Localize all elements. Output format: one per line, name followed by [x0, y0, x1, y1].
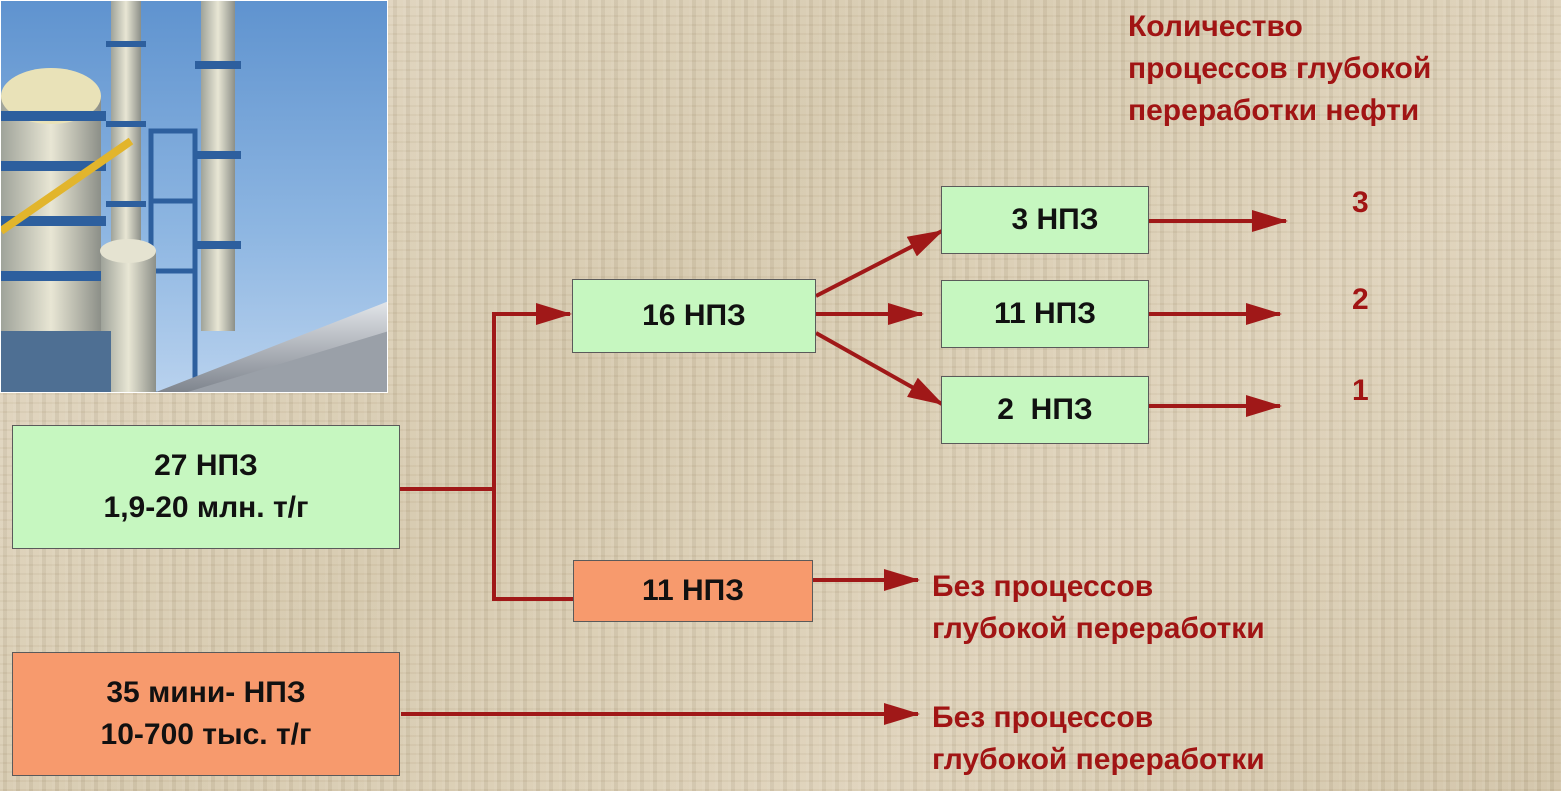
count-1: 1	[1352, 374, 1369, 407]
box-11: 11 НПЗ	[941, 280, 1149, 348]
no-deep-label-2: Без процессов глубокой переработки	[932, 697, 1265, 781]
header-label: Количество процессов глубокой переработк…	[1128, 6, 1431, 132]
box-main-line-1: 27 НПЗ	[154, 449, 258, 482]
box-3: 3 НПЗ	[941, 186, 1149, 254]
count-3: 3	[1352, 186, 1369, 219]
box-mini-line-2: 10-700 тыс. т/г	[100, 718, 312, 751]
arrow-to-2	[815, 331, 944, 406]
no-deep-2-line-1: Без процессов	[932, 701, 1154, 734]
box-2: 2 НПЗ	[941, 376, 1149, 444]
box-main-line-2: 1,9-20 млн. т/г	[103, 491, 309, 524]
box-11-label: 11 НПЗ	[993, 297, 1097, 330]
box-16: 16 НПЗ	[572, 279, 816, 353]
header-line-1: Количество	[1128, 10, 1303, 43]
header-line-3: переработки нефти	[1128, 94, 1420, 127]
box-11-shallow-label: 11 НПЗ	[641, 574, 745, 607]
box-2-label: 2 НПЗ	[997, 393, 1093, 426]
header-line-2: процессов глубокой	[1128, 52, 1432, 85]
box-11-shallow: 11 НПЗ	[573, 560, 813, 622]
box-main-27: 27 НПЗ 1,9-20 млн. т/г	[12, 425, 400, 549]
box-3-label: 3 НПЗ	[1011, 203, 1099, 236]
no-deep-1-line-1: Без процессов	[932, 570, 1154, 603]
box-mini-35: 35 мини- НПЗ 10-700 тыс. т/г	[12, 652, 400, 776]
box-16-label: 16 НПЗ	[642, 299, 746, 332]
no-deep-label-1: Без процессов глубокой переработки	[932, 566, 1265, 650]
no-deep-2-line-2: глубокой переработки	[932, 743, 1265, 776]
arrow-to-3	[815, 229, 944, 298]
box-mini-line-1: 35 мини- НПЗ	[106, 676, 306, 709]
refinery-photo	[0, 0, 388, 393]
no-deep-1-line-2: глубокой переработки	[932, 612, 1265, 645]
count-2: 2	[1352, 283, 1369, 316]
